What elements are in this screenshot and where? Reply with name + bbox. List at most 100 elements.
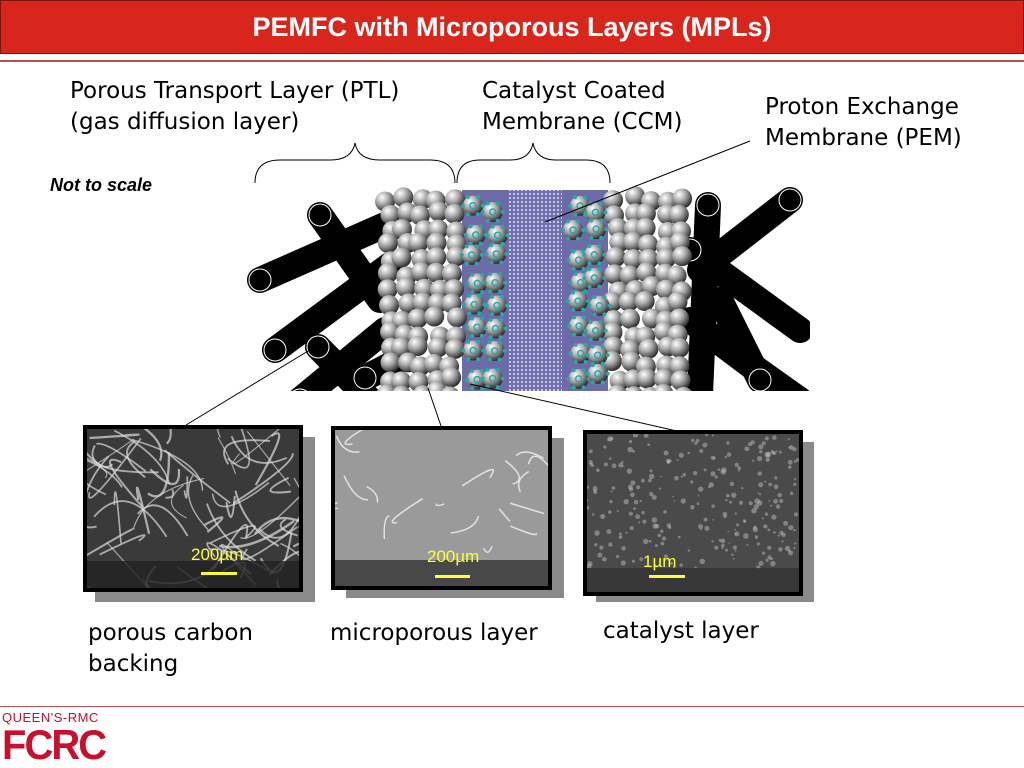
- catalyst-grain: [635, 514, 641, 520]
- catalyst-particle: [467, 273, 488, 294]
- catalyst-grain: [793, 546, 796, 550]
- carbon-fiber: [707, 287, 773, 391]
- catalyst-grain: [599, 545, 604, 550]
- platinum-site: [500, 376, 505, 381]
- carbon-fiber: [677, 237, 810, 343]
- catalyst-particle: [584, 267, 605, 288]
- fiber-strand: [232, 429, 280, 465]
- catalyst-grain: [724, 455, 728, 459]
- carbon-particle: [603, 190, 624, 211]
- platinum-site: [576, 278, 585, 287]
- microporous-layer-right: [602, 186, 693, 391]
- catalyst-grain: [758, 493, 762, 496]
- caption-line2: backing: [88, 651, 179, 677]
- platinum-site: [583, 342, 588, 347]
- sem-info-bar: [87, 561, 299, 588]
- platinum-site: [498, 272, 503, 277]
- platinum-site: [587, 284, 592, 289]
- catalyst-grain: [734, 462, 739, 468]
- catalyst-grain: [642, 519, 647, 524]
- carbon-particle: [667, 291, 688, 312]
- platinum-site: [566, 258, 571, 263]
- fiber-strand: [132, 439, 204, 491]
- carbon-fiber: [290, 317, 398, 391]
- platinum-site: [467, 311, 472, 316]
- catalyst-grain: [691, 438, 695, 443]
- platinum-site: [495, 201, 500, 206]
- platinum-site: [581, 266, 586, 271]
- carbon-particle: [377, 263, 398, 284]
- platinum-site: [499, 294, 504, 299]
- catalyst-grain: [756, 455, 763, 462]
- platinum-site: [597, 261, 602, 266]
- platinum-site: [587, 267, 592, 272]
- caption-line1: porous carbon: [88, 620, 254, 646]
- catalyst-grain: [665, 458, 671, 464]
- sem-image-catalyst: [587, 434, 799, 592]
- catalyst-particle: [570, 343, 591, 364]
- platinum-site: [477, 311, 482, 316]
- catalyst-grain: [616, 510, 619, 513]
- platinum-site: [463, 232, 468, 237]
- fiber-end: [292, 388, 308, 391]
- catalyst-grain: [587, 485, 590, 489]
- fiber-strand: [258, 515, 299, 539]
- catalyst-grain: [764, 451, 771, 458]
- catalyst-grain: [761, 551, 766, 555]
- catalyst-grain: [721, 546, 724, 550]
- platinum-site: [605, 371, 610, 376]
- platinum-site: [480, 272, 485, 277]
- fiber-strand: [223, 439, 271, 465]
- logo-line2: FCRC: [2, 721, 107, 768]
- platinum-site: [582, 315, 587, 320]
- title-bar: PEMFC with Microporous Layers (MPLs): [0, 0, 1024, 54]
- platinum-site: [587, 303, 592, 308]
- catalyst-grain: [657, 533, 661, 538]
- catalyst-grain: [769, 504, 773, 507]
- catalyst-grain: [726, 493, 730, 498]
- catalyst-grain: [699, 558, 706, 565]
- catalyst-grain: [783, 520, 789, 526]
- platinum-site: [597, 267, 602, 272]
- catalyst-grain: [631, 559, 635, 563]
- catalyst-grain: [721, 467, 727, 473]
- catalyst-grain: [773, 484, 779, 490]
- catalyst-grain: [674, 475, 679, 481]
- fiber-strand: [280, 542, 299, 557]
- platinum-site: [582, 252, 587, 257]
- platinum-site: [602, 275, 607, 280]
- catalyst-grain: [587, 505, 590, 510]
- pem-label-line2: Membrane (PEM): [765, 125, 962, 151]
- platinum-site: [480, 210, 485, 215]
- catalyst-grain: [750, 440, 755, 445]
- scale-bar-label: 200µm: [427, 547, 480, 566]
- fiber-strand: [187, 474, 209, 531]
- scale-bar: [649, 575, 685, 578]
- catalyst-grain: [795, 458, 799, 462]
- catalyst-grain: [712, 518, 714, 521]
- platinum-site: [592, 295, 597, 300]
- fiber-strand: [109, 458, 144, 508]
- fiber-end: [263, 338, 287, 362]
- logo-line1: QUEEN'S-RMC: [2, 710, 99, 725]
- fiber-strand: [87, 452, 114, 468]
- carbon-particle: [391, 371, 412, 391]
- platinum-site: [504, 251, 509, 256]
- catalyst-grain: [672, 495, 674, 498]
- catalyst-grain: [767, 545, 772, 550]
- catalyst-grain: [757, 492, 760, 494]
- catalyst-grain: [728, 542, 731, 545]
- fiber-end: [353, 366, 377, 390]
- catalyst-grain: [778, 547, 783, 552]
- platinum-site: [605, 353, 610, 358]
- platinum-site: [582, 332, 587, 337]
- carbon-particle: [407, 336, 428, 357]
- carbon-particle: [608, 384, 627, 391]
- platinum-site: [489, 260, 494, 265]
- platinum-site: [602, 312, 607, 317]
- catalyst-grain: [729, 500, 732, 504]
- catalyst-grain: [618, 462, 624, 468]
- fiber-strand: [87, 438, 134, 471]
- platinum-site: [499, 260, 504, 265]
